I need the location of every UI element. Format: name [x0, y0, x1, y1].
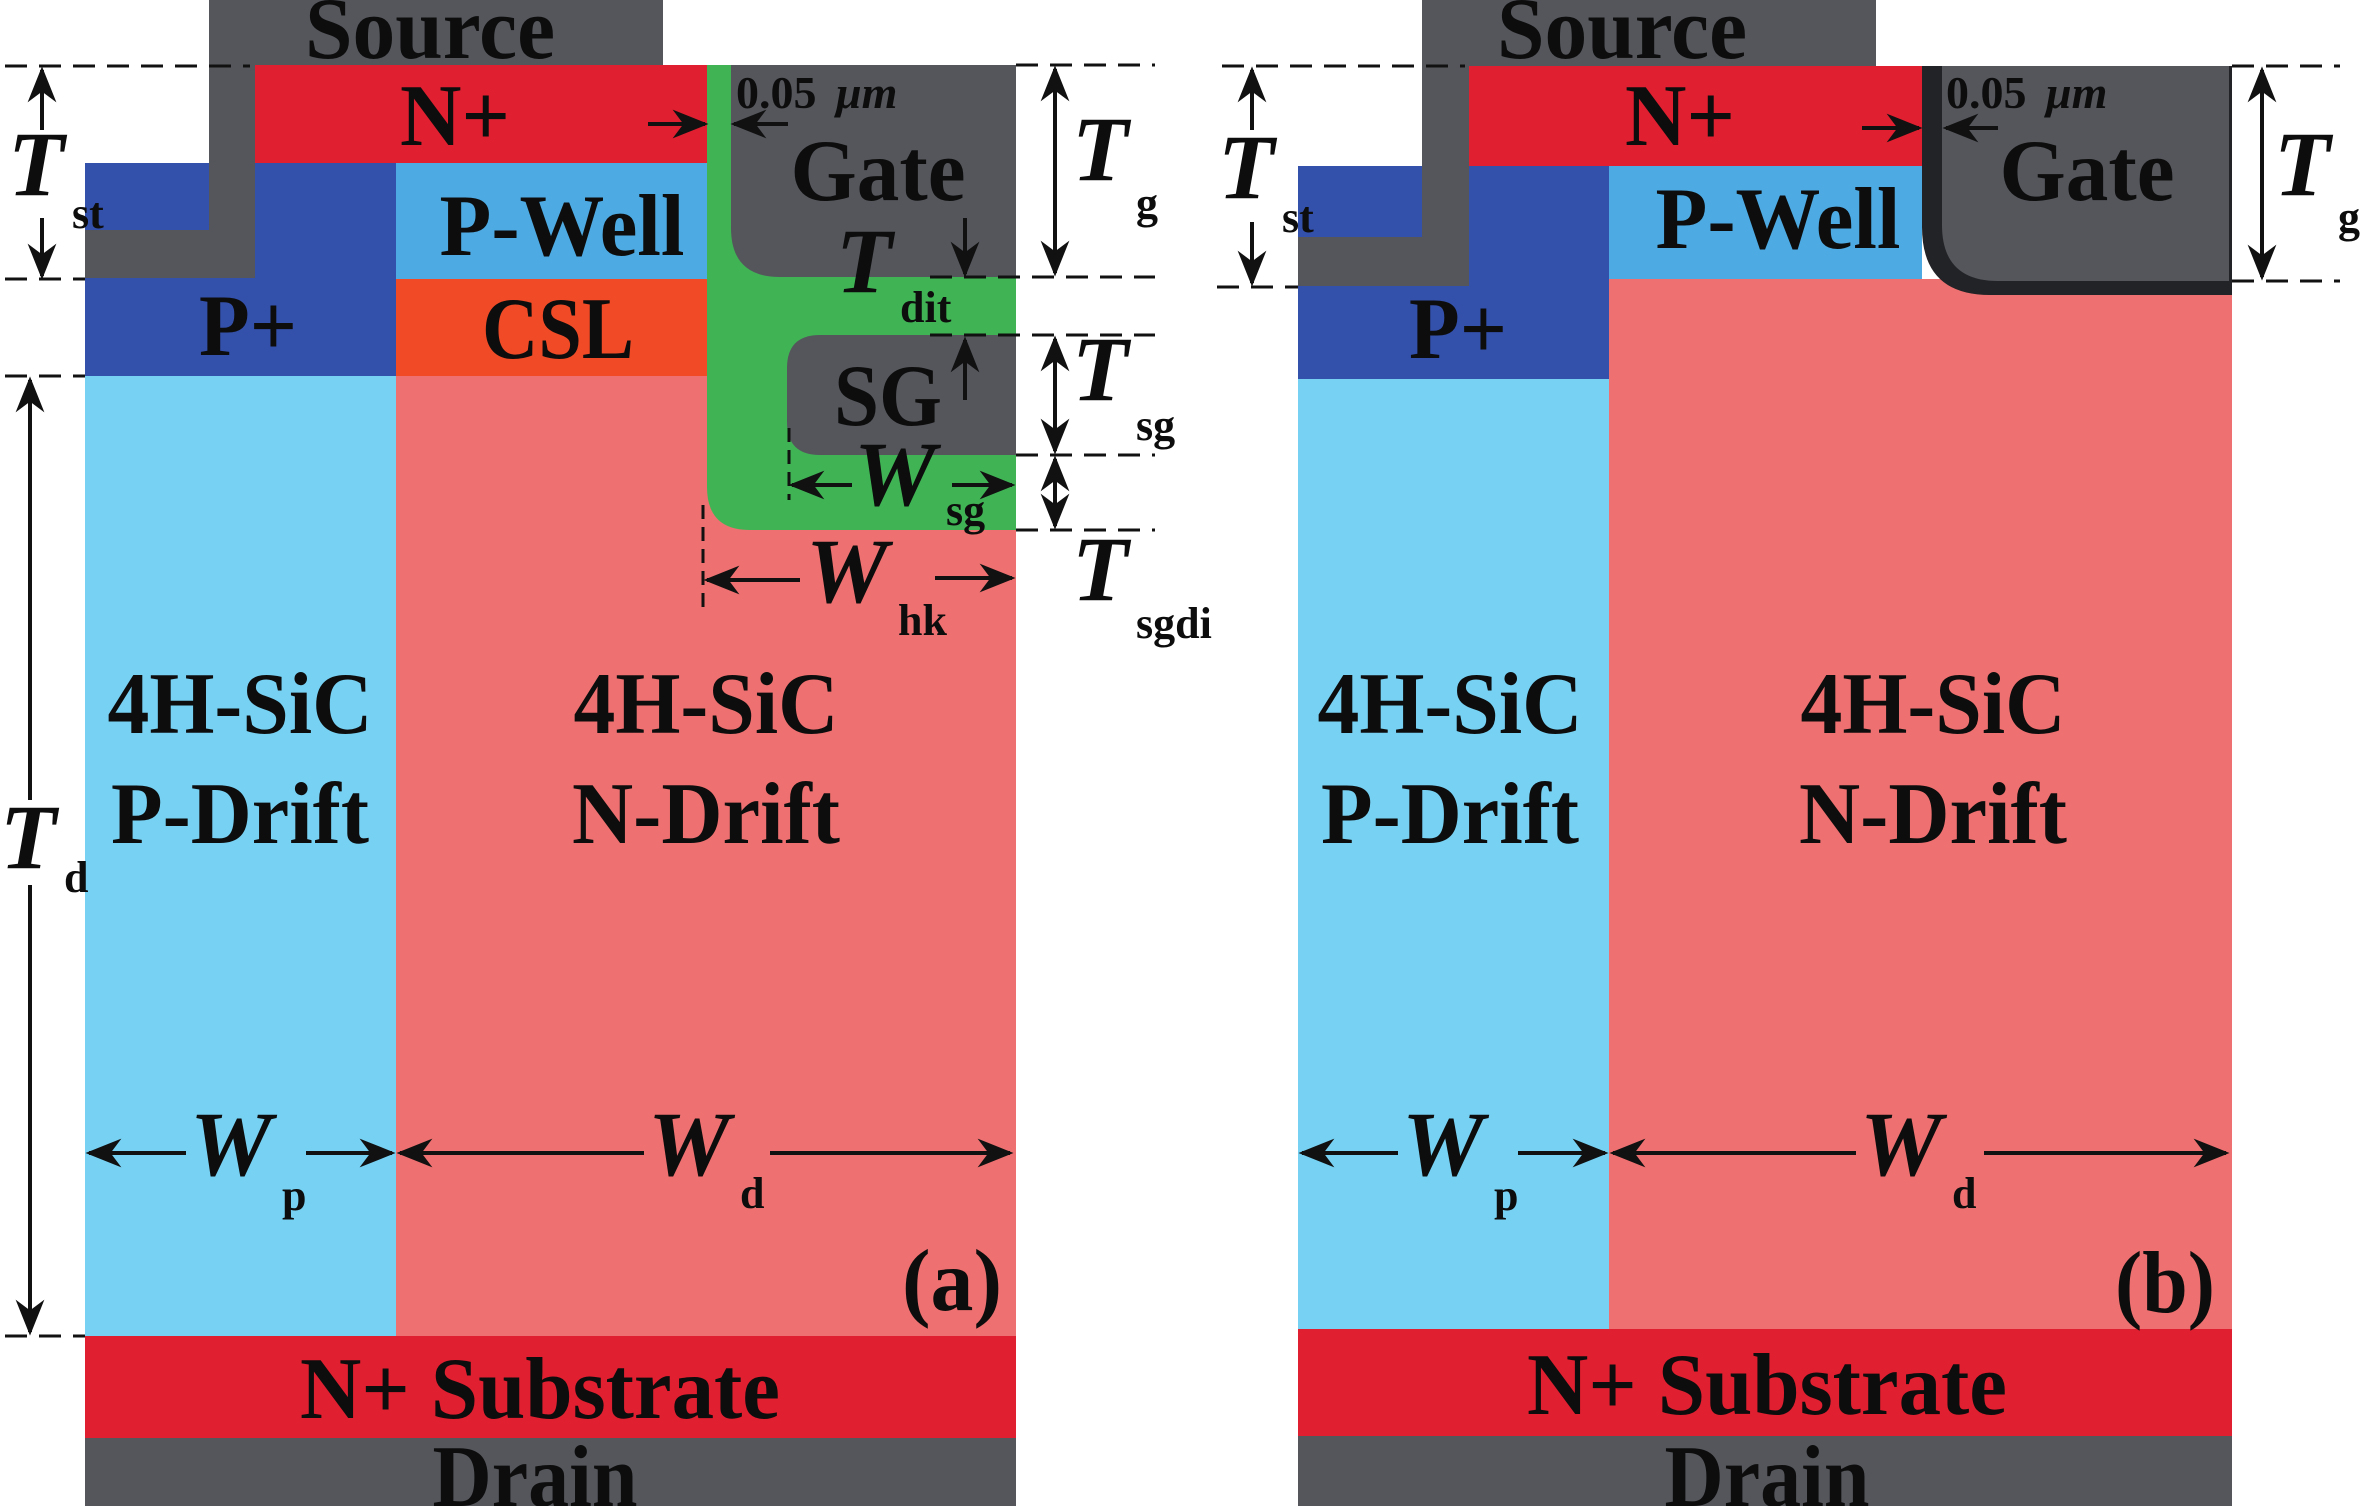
- substrate-label-a: N+ Substrate: [300, 1341, 780, 1438]
- w-d-subscript-a: d: [740, 1169, 764, 1218]
- p-drift-line2-a: P-Drift: [111, 766, 369, 863]
- source-contact-a: [85, 0, 663, 278]
- n-drift-line2-a: N-Drift: [572, 766, 840, 863]
- t-dit-subscript-a: dit: [900, 283, 952, 332]
- p-drift-region-b: [1298, 379, 1609, 1331]
- source-contact-b: [1298, 0, 1876, 286]
- panel-b: Source N+ P-Well P+ Gate 4H-SiC P-Drift …: [1217, 0, 2360, 1506]
- p-drift-line2-b: P-Drift: [1321, 766, 1579, 863]
- csl-region-a: [396, 279, 707, 376]
- p-plus-label-a: P+: [199, 278, 297, 375]
- w-p-subscript-b: p: [1494, 1171, 1518, 1220]
- t-st-subscript-a: st: [72, 189, 104, 238]
- drain-label-b: Drain: [1665, 1429, 1870, 1506]
- n-drift-region-b: [1609, 279, 2232, 1331]
- t-sg-subscript-a: sg: [1136, 401, 1175, 450]
- t-g-subscript-b: g: [2338, 193, 2360, 242]
- w-d-subscript-b: d: [1952, 1169, 1976, 1218]
- source-label-a: Source: [305, 0, 555, 78]
- gate-label-b: Gate: [2000, 123, 2175, 220]
- w-p-symbol-a: W: [190, 1093, 278, 1195]
- n-plus-label-a: N+: [400, 68, 510, 165]
- gate-electrode-b: [1942, 66, 2229, 281]
- w-p-symbol-b: W: [1402, 1093, 1490, 1195]
- oxide-note-value-b: 0.05: [1946, 67, 2027, 118]
- gate-label-a: Gate: [791, 123, 966, 220]
- panel-a: Source N+ P-Well P+ CSL Gate SG 4H-SiC P…: [0, 0, 1212, 1506]
- p-drift-line1-a: 4H-SiC: [108, 656, 373, 753]
- t-dit-symbol-a: T: [836, 210, 896, 312]
- w-d-symbol-a: W: [648, 1093, 736, 1195]
- csl-label-a: CSL: [482, 281, 634, 378]
- p-well-label-a: P-Well: [440, 178, 685, 275]
- w-hk-symbol-a: W: [806, 520, 894, 622]
- panel-label-a: (a): [902, 1233, 1002, 1330]
- substrate-label-b: N+ Substrate: [1527, 1337, 2007, 1434]
- gate-electrode-a: [731, 65, 1016, 277]
- w-d-symbol-b: W: [1860, 1093, 1948, 1195]
- shield-gate-label-a: SG: [834, 348, 942, 445]
- oxide-note-value-a: 0.05: [736, 67, 817, 118]
- t-sg-symbol-a: T: [1072, 318, 1132, 420]
- t-sgdi-symbol-a: T: [1072, 518, 1132, 620]
- panel-label-b: (b): [2115, 1235, 2215, 1332]
- t-st-symbol-b: T: [1218, 116, 1278, 218]
- t-d-symbol-a: T: [0, 786, 60, 888]
- p-plus-label-b: P+: [1409, 281, 1507, 378]
- n-plus-region-b: [1469, 66, 1922, 166]
- drain-contact-a: [85, 1438, 1016, 1506]
- p-well-label-b: P-Well: [1656, 171, 1901, 268]
- t-sgdi-subscript-a: sgdi: [1136, 599, 1212, 648]
- t-st-symbol-a: T: [8, 113, 68, 215]
- w-hk-subscript-a: hk: [898, 596, 947, 645]
- n-drift-line1-b: 4H-SiC: [1801, 656, 2066, 753]
- drain-contact-b: [1298, 1436, 2232, 1506]
- n-plus-region-a: [255, 65, 707, 163]
- t-g-subscript-a: g: [1136, 179, 1158, 228]
- p-well-region-a: [396, 163, 707, 279]
- oxide-note-unit-b: μm: [2044, 67, 2107, 118]
- n-plus-substrate-b: [1298, 1329, 2232, 1436]
- w-p-subscript-a: p: [282, 1171, 306, 1220]
- p-drift-region-a: [85, 376, 396, 1338]
- n-drift-region-a: [396, 376, 1016, 1338]
- t-g-symbol-a: T: [1072, 98, 1132, 200]
- n-drift-line2-b: N-Drift: [1799, 766, 2067, 863]
- t-g-symbol-b: T: [2274, 113, 2334, 215]
- p-drift-line1-b: 4H-SiC: [1318, 656, 1583, 753]
- w-sg-symbol-a: W: [854, 423, 942, 525]
- n-plus-label-b: N+: [1625, 68, 1735, 165]
- drain-label-a: Drain: [433, 1429, 638, 1506]
- t-st-subscript-b: st: [1282, 193, 1314, 242]
- source-label-b: Source: [1497, 0, 1747, 78]
- n-plus-substrate-a: [85, 1336, 1016, 1438]
- t-d-subscript-a: d: [64, 853, 88, 902]
- p-well-region-b: [1609, 166, 1922, 279]
- oxide-note-unit-a: μm: [834, 67, 897, 118]
- w-sg-subscript-a: sg: [946, 486, 985, 535]
- n-drift-line1-a: 4H-SiC: [574, 656, 839, 753]
- oxide-thickness-note-b: 0.05 μm: [1946, 67, 2107, 118]
- oxide-thickness-note-a: 0.05 μm: [736, 67, 897, 118]
